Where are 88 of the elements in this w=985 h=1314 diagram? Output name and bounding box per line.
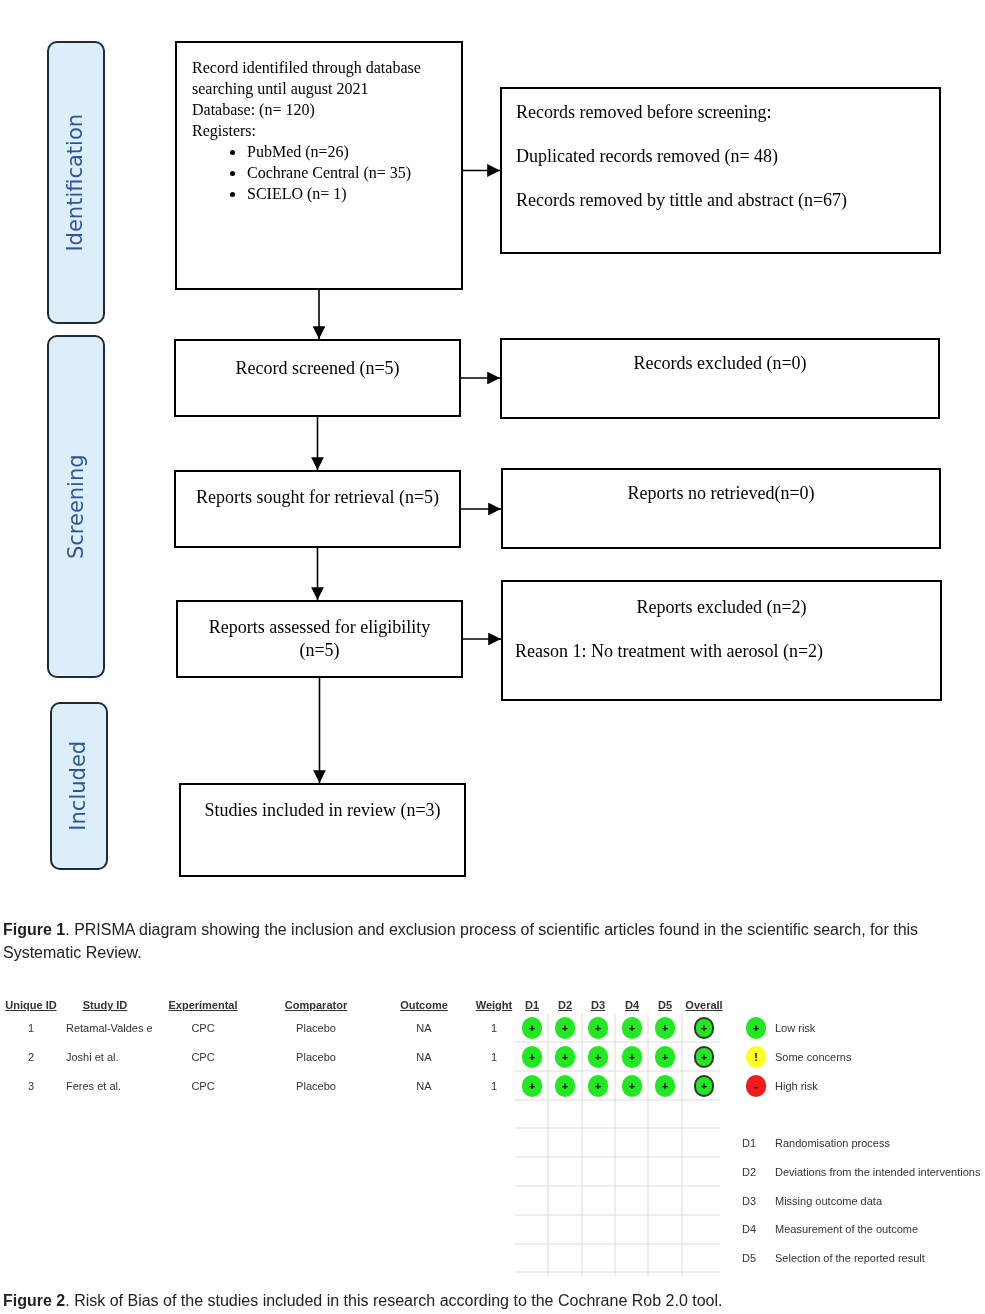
process-box xyxy=(174,470,461,548)
column-header: D3 xyxy=(590,998,606,1012)
arrow xyxy=(311,547,324,601)
process-box xyxy=(176,600,463,678)
table-cell: CPC xyxy=(191,1050,215,1064)
legend-label: Some concerns xyxy=(775,1050,852,1064)
arrow xyxy=(460,371,501,385)
arrow xyxy=(313,677,326,784)
node-text: Records excluded (n=0) xyxy=(632,352,808,375)
domain-code: D1 xyxy=(742,1136,757,1150)
stage-band xyxy=(47,41,105,324)
list-item: PubMed (n=26) xyxy=(247,142,349,162)
node-text: Records removed before screening: xyxy=(516,101,773,123)
domain-code: D3 xyxy=(742,1193,757,1208)
table-cell: CPC xyxy=(191,1079,215,1093)
arrow xyxy=(311,416,324,471)
node-text: Reports excluded (n=2) xyxy=(635,596,808,618)
table-cell: 1 xyxy=(27,1021,35,1035)
table-cell: 1 xyxy=(490,1079,498,1093)
domain-code: D5 xyxy=(742,1251,757,1266)
arrow xyxy=(460,502,502,516)
column-header: Unique ID xyxy=(5,998,57,1012)
stage-band xyxy=(47,335,105,678)
stage-label: Included xyxy=(65,741,92,831)
process-box xyxy=(501,468,941,549)
domain-description: Selection of the reported result xyxy=(775,1251,925,1266)
legend-swatch: + xyxy=(746,1017,766,1039)
table-cell: Placebo xyxy=(296,1021,336,1035)
figure-caption: Figure 2. Risk of Bias of the studies included in this research according to the Cochrane Rob 2.0 tool. xyxy=(3,1292,723,1309)
legend-swatch: ! xyxy=(746,1046,766,1068)
list-item: Cochrane Central (n= 35) xyxy=(247,163,412,183)
domain-description: Missing outcome data xyxy=(775,1193,882,1208)
node-text: Record identifiled through database searching until august 2021 xyxy=(192,58,422,99)
node-text: Reason 1: No treatment with aerosol (n=2) xyxy=(515,640,825,662)
node-text: Reports assessed for eligibility (n=5) xyxy=(207,616,432,662)
table-cell: Feres et al. xyxy=(66,1079,122,1093)
table-cell: CPC xyxy=(191,1021,215,1035)
node-text: Records removed by tittle and abstract (n=67) xyxy=(516,189,849,211)
table-cell: NA xyxy=(416,1021,432,1035)
node-text: Reports no retrieved(n=0) xyxy=(626,482,816,505)
domain-description: Randomisation process xyxy=(775,1136,890,1150)
table-cell: Joshi et al. xyxy=(66,1050,119,1064)
list-item: SCIELO (n= 1) xyxy=(247,184,347,204)
stage-label: Screening xyxy=(62,454,89,559)
node-text: Studies included in review (n=3) xyxy=(203,799,442,822)
column-header: D2 xyxy=(557,998,573,1012)
table-cell: Placebo xyxy=(296,1079,336,1093)
domain-code: D2 xyxy=(742,1164,757,1179)
column-header: Experimental xyxy=(168,998,238,1012)
process-box xyxy=(501,580,942,701)
process-box xyxy=(179,783,466,877)
table-cell: Retamal-Valdes e xyxy=(66,1021,153,1035)
table-cell: 3 xyxy=(27,1079,35,1093)
stage-band xyxy=(50,702,108,870)
process-box xyxy=(500,87,941,254)
table-cell: 1 xyxy=(490,1050,498,1064)
domain-description: Deviations from the intended interventions xyxy=(775,1164,981,1179)
stage-label: Identification xyxy=(62,113,89,252)
column-header: Outcome xyxy=(400,998,448,1012)
table-cell: NA xyxy=(416,1079,432,1093)
figure-caption: Figure 1. PRISMA diagram showing the inclusion and exclusion process of scientific articles found in the scientific search, for this Systematic Review. xyxy=(3,921,919,961)
node-text: Record screened (n=5) xyxy=(234,357,401,380)
column-header: Weight xyxy=(475,998,513,1012)
table-cell: 1 xyxy=(490,1021,498,1035)
column-header: D5 xyxy=(657,998,673,1012)
column-header: D4 xyxy=(624,998,640,1012)
legend-swatch: - xyxy=(746,1075,766,1097)
table-cell: Placebo xyxy=(296,1050,336,1064)
column-header: D1 xyxy=(524,998,540,1012)
process-box xyxy=(174,339,461,417)
legend-label: High risk xyxy=(775,1079,818,1093)
table-cell: 2 xyxy=(27,1050,35,1064)
table-cell: NA xyxy=(416,1050,432,1064)
node-text: Database: (n= 120) xyxy=(192,100,316,120)
node-text: Registers: xyxy=(192,121,257,141)
column-header: Comparator xyxy=(284,998,348,1012)
arrow xyxy=(462,164,501,177)
process-box xyxy=(175,41,463,290)
arrow xyxy=(462,632,502,646)
process-box xyxy=(500,338,940,419)
arrow xyxy=(312,289,326,340)
column-header: Overall xyxy=(685,998,723,1012)
node-text: Reports sought for retrieval (n=5) xyxy=(194,486,441,509)
node-text: Duplicated records removed (n= 48) xyxy=(516,145,780,167)
column-header: Study ID xyxy=(82,998,128,1012)
legend-label: Low risk xyxy=(775,1021,816,1035)
domain-description: Measurement of the outcome xyxy=(775,1222,919,1237)
domain-code: D4 xyxy=(742,1222,757,1237)
